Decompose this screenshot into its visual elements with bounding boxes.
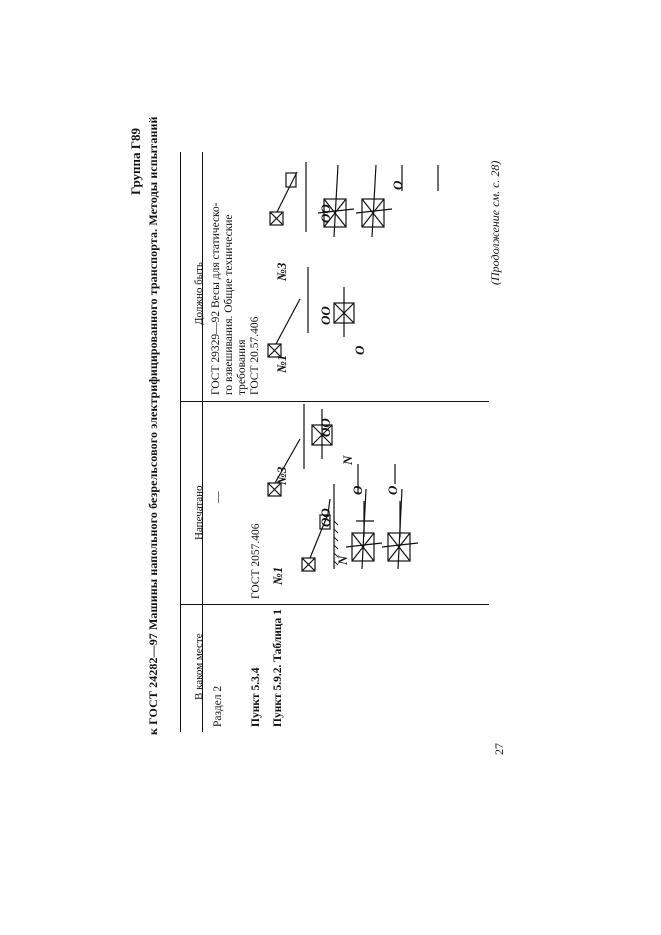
should-label-oo-1: OO	[318, 306, 333, 325]
col-header-should: Должно быть	[193, 262, 205, 325]
row2-where: Пункт 5.3.4	[250, 667, 262, 727]
continuation-note: (Продолжение см. с. 28)	[488, 160, 502, 285]
printed-label-o-2: O	[385, 485, 400, 495]
row1-should-line1: ГОСТ 29329—92 Весы для статическо-	[210, 202, 222, 395]
row1-printed: —	[212, 491, 224, 504]
printed-label-n3: №3	[274, 466, 289, 485]
printed-label-oo-2: OO	[318, 418, 333, 437]
column-divider-1	[181, 604, 489, 605]
should-label-o-1: O	[352, 345, 367, 355]
col-header-printed: Напечатано	[193, 485, 205, 540]
printed-diagrams	[267, 404, 419, 572]
printed-label-o-1: O	[350, 485, 365, 495]
should-label-n1: №1	[274, 354, 289, 373]
col-header-where: В каком месте	[193, 633, 205, 700]
printed-label-n1: №1	[270, 566, 285, 585]
row1-where: Раздел 2	[212, 685, 224, 727]
page-number: 27	[492, 743, 506, 755]
row1-should-line4: ГОСТ 20.57.406	[249, 316, 261, 395]
should-label-n3: №3	[274, 262, 289, 281]
row1-should-line3: требования	[236, 339, 248, 395]
group-label: Группа Г89	[128, 127, 143, 195]
row3-where: Пункт 5.9.2. Таблица 1	[272, 609, 284, 727]
document-title: к ГОСТ 24282—97 Машины напольного безрел…	[146, 116, 160, 735]
should-be-diagrams	[267, 162, 439, 358]
table-top-rule	[180, 152, 181, 732]
printed-label-n-1: N	[335, 555, 350, 565]
printed-label-n-2: N	[340, 455, 355, 465]
printed-label-oo-1: OO	[318, 508, 333, 527]
column-divider-2	[181, 401, 489, 402]
should-label-oo-2: OO	[318, 204, 333, 223]
row1-should-line2: го взвешивания. Общие технические	[223, 214, 235, 395]
should-label-o-2: O	[390, 180, 405, 190]
